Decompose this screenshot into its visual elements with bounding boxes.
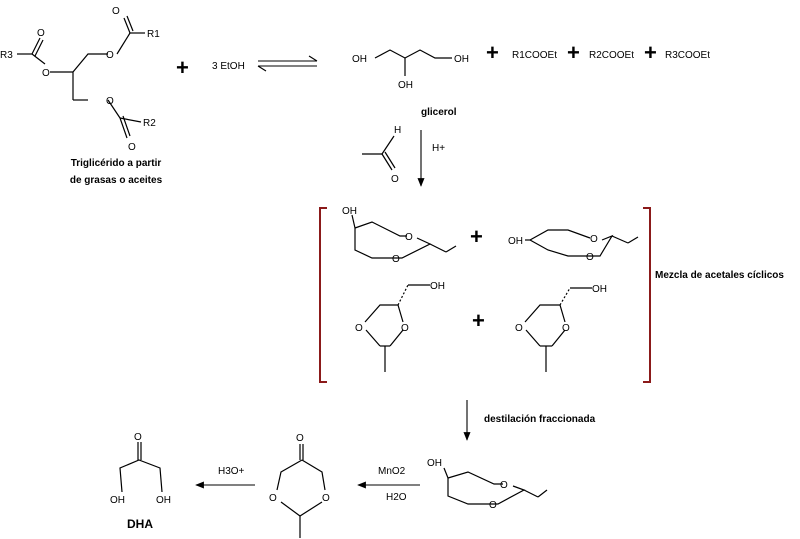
acetaldehyde-structure: H O [362, 125, 401, 185]
isolated-acetal-oxygen-b: O [489, 500, 497, 511]
acetal-dioxolane-right: OH O O [515, 284, 607, 372]
triglyceride-bottom-carbonyl-oxygen: O [128, 142, 136, 153]
isolated-dioxane-acetal: OH O O [427, 458, 548, 511]
acetaldehyde-hydrogen: H [394, 125, 401, 136]
equilibrium-arrow [257, 55, 318, 72]
acetal-2-ring-oxygen-a: O [590, 234, 598, 245]
acetal-dioxane-axial-oh: OH O O [342, 206, 457, 265]
triglyceride-structure: O O R1 O R3 O O O R2 [0, 6, 160, 153]
dha-structure: O OH OH [110, 432, 171, 506]
acetaldehyde-oxygen: O [391, 174, 399, 185]
acetal-3-oh: OH [430, 281, 445, 292]
plus-sign-4: + [644, 40, 657, 65]
triglyceride-caption-line1: Triglicérido a partir [71, 158, 162, 169]
plus-sign-2: + [486, 40, 499, 65]
ester-1-label: R1COOEt [512, 50, 557, 61]
triglyceride-bottom-ester-oxygen: O [106, 96, 114, 107]
ethanol-reagent-label: 3 EtOH [212, 61, 245, 72]
triglyceride-r2-label: R2 [143, 118, 156, 129]
glycerol-oh-right: OH [454, 54, 469, 65]
dha-oh-left: OH [110, 495, 125, 506]
distillation-label: destilación fraccionada [484, 414, 596, 425]
acetal-mixture-caption: Mezcla de acetales cíclicos [655, 270, 784, 281]
acetal-1-oh: OH [342, 206, 357, 217]
triglyceride-top-carbonyl-oxygen: O [112, 6, 120, 17]
dha-carbonyl-oxygen: O [134, 432, 142, 443]
acetal-4-ring-oxygen-a: O [515, 323, 523, 334]
ester-2-label: R2COOEt [589, 50, 634, 61]
dha-name-label: DHA [127, 517, 153, 531]
acetal-1-ring-oxygen-a: O [405, 232, 413, 243]
acetal-1-ring-oxygen-b: O [392, 254, 400, 265]
glycerol-oh-left: OH [352, 54, 367, 65]
acetal-dioxane-equatorial-oh: OH O O [508, 229, 639, 263]
acetal-mixture-bracket [319, 207, 651, 383]
acetal-4-ring-oxygen-b: O [562, 323, 570, 334]
oxidation-reagent-2: H2O [386, 492, 407, 503]
dioxanone-ring-oxygen-a: O [269, 493, 277, 504]
acetal-3-ring-oxygen-b: O [401, 323, 409, 334]
triglyceride-top-ester-oxygen: O [106, 50, 114, 61]
dioxanone-ring-oxygen-b: O [322, 493, 330, 504]
oxidation-reagent-1: MnO2 [378, 466, 406, 477]
acetal-2-oh: OH [508, 236, 523, 247]
glycerol-oh-middle: OH [398, 80, 413, 91]
triglyceride-left-ester-oxygen: O [42, 68, 50, 79]
dioxanone-structure: O O O [269, 433, 330, 538]
acetal-3-ring-oxygen-a: O [355, 323, 363, 334]
plus-sign-5: + [470, 224, 483, 249]
triglyceride-left-carbonyl-oxygen: O [37, 28, 45, 39]
triglyceride-caption-line2: de grasas o aceites [70, 175, 163, 186]
dha-oh-right: OH [156, 495, 171, 506]
plus-sign-6: + [472, 308, 485, 333]
hydrolysis-reagent: H3O+ [218, 466, 245, 477]
triglyceride-r1-label: R1 [147, 29, 160, 40]
acetal-2-ring-oxygen-b: O [586, 252, 594, 263]
acid-catalyst-label: H+ [432, 143, 445, 154]
isolated-acetal-oh: OH [427, 458, 442, 469]
glycerol-structure: OH OH OH [352, 49, 469, 91]
plus-sign-3: + [567, 40, 580, 65]
triglyceride-r3-label: R3 [0, 50, 13, 61]
dioxanone-carbonyl-oxygen: O [296, 433, 304, 444]
glycerol-name-label: glicerol [421, 107, 457, 118]
isolated-acetal-oxygen-a: O [500, 480, 508, 491]
ester-3-label: R3COOEt [665, 50, 710, 61]
acetal-4-oh: OH [592, 284, 607, 295]
acetal-dioxolane-left: OH O O [355, 281, 445, 372]
plus-sign-1: + [176, 55, 189, 80]
